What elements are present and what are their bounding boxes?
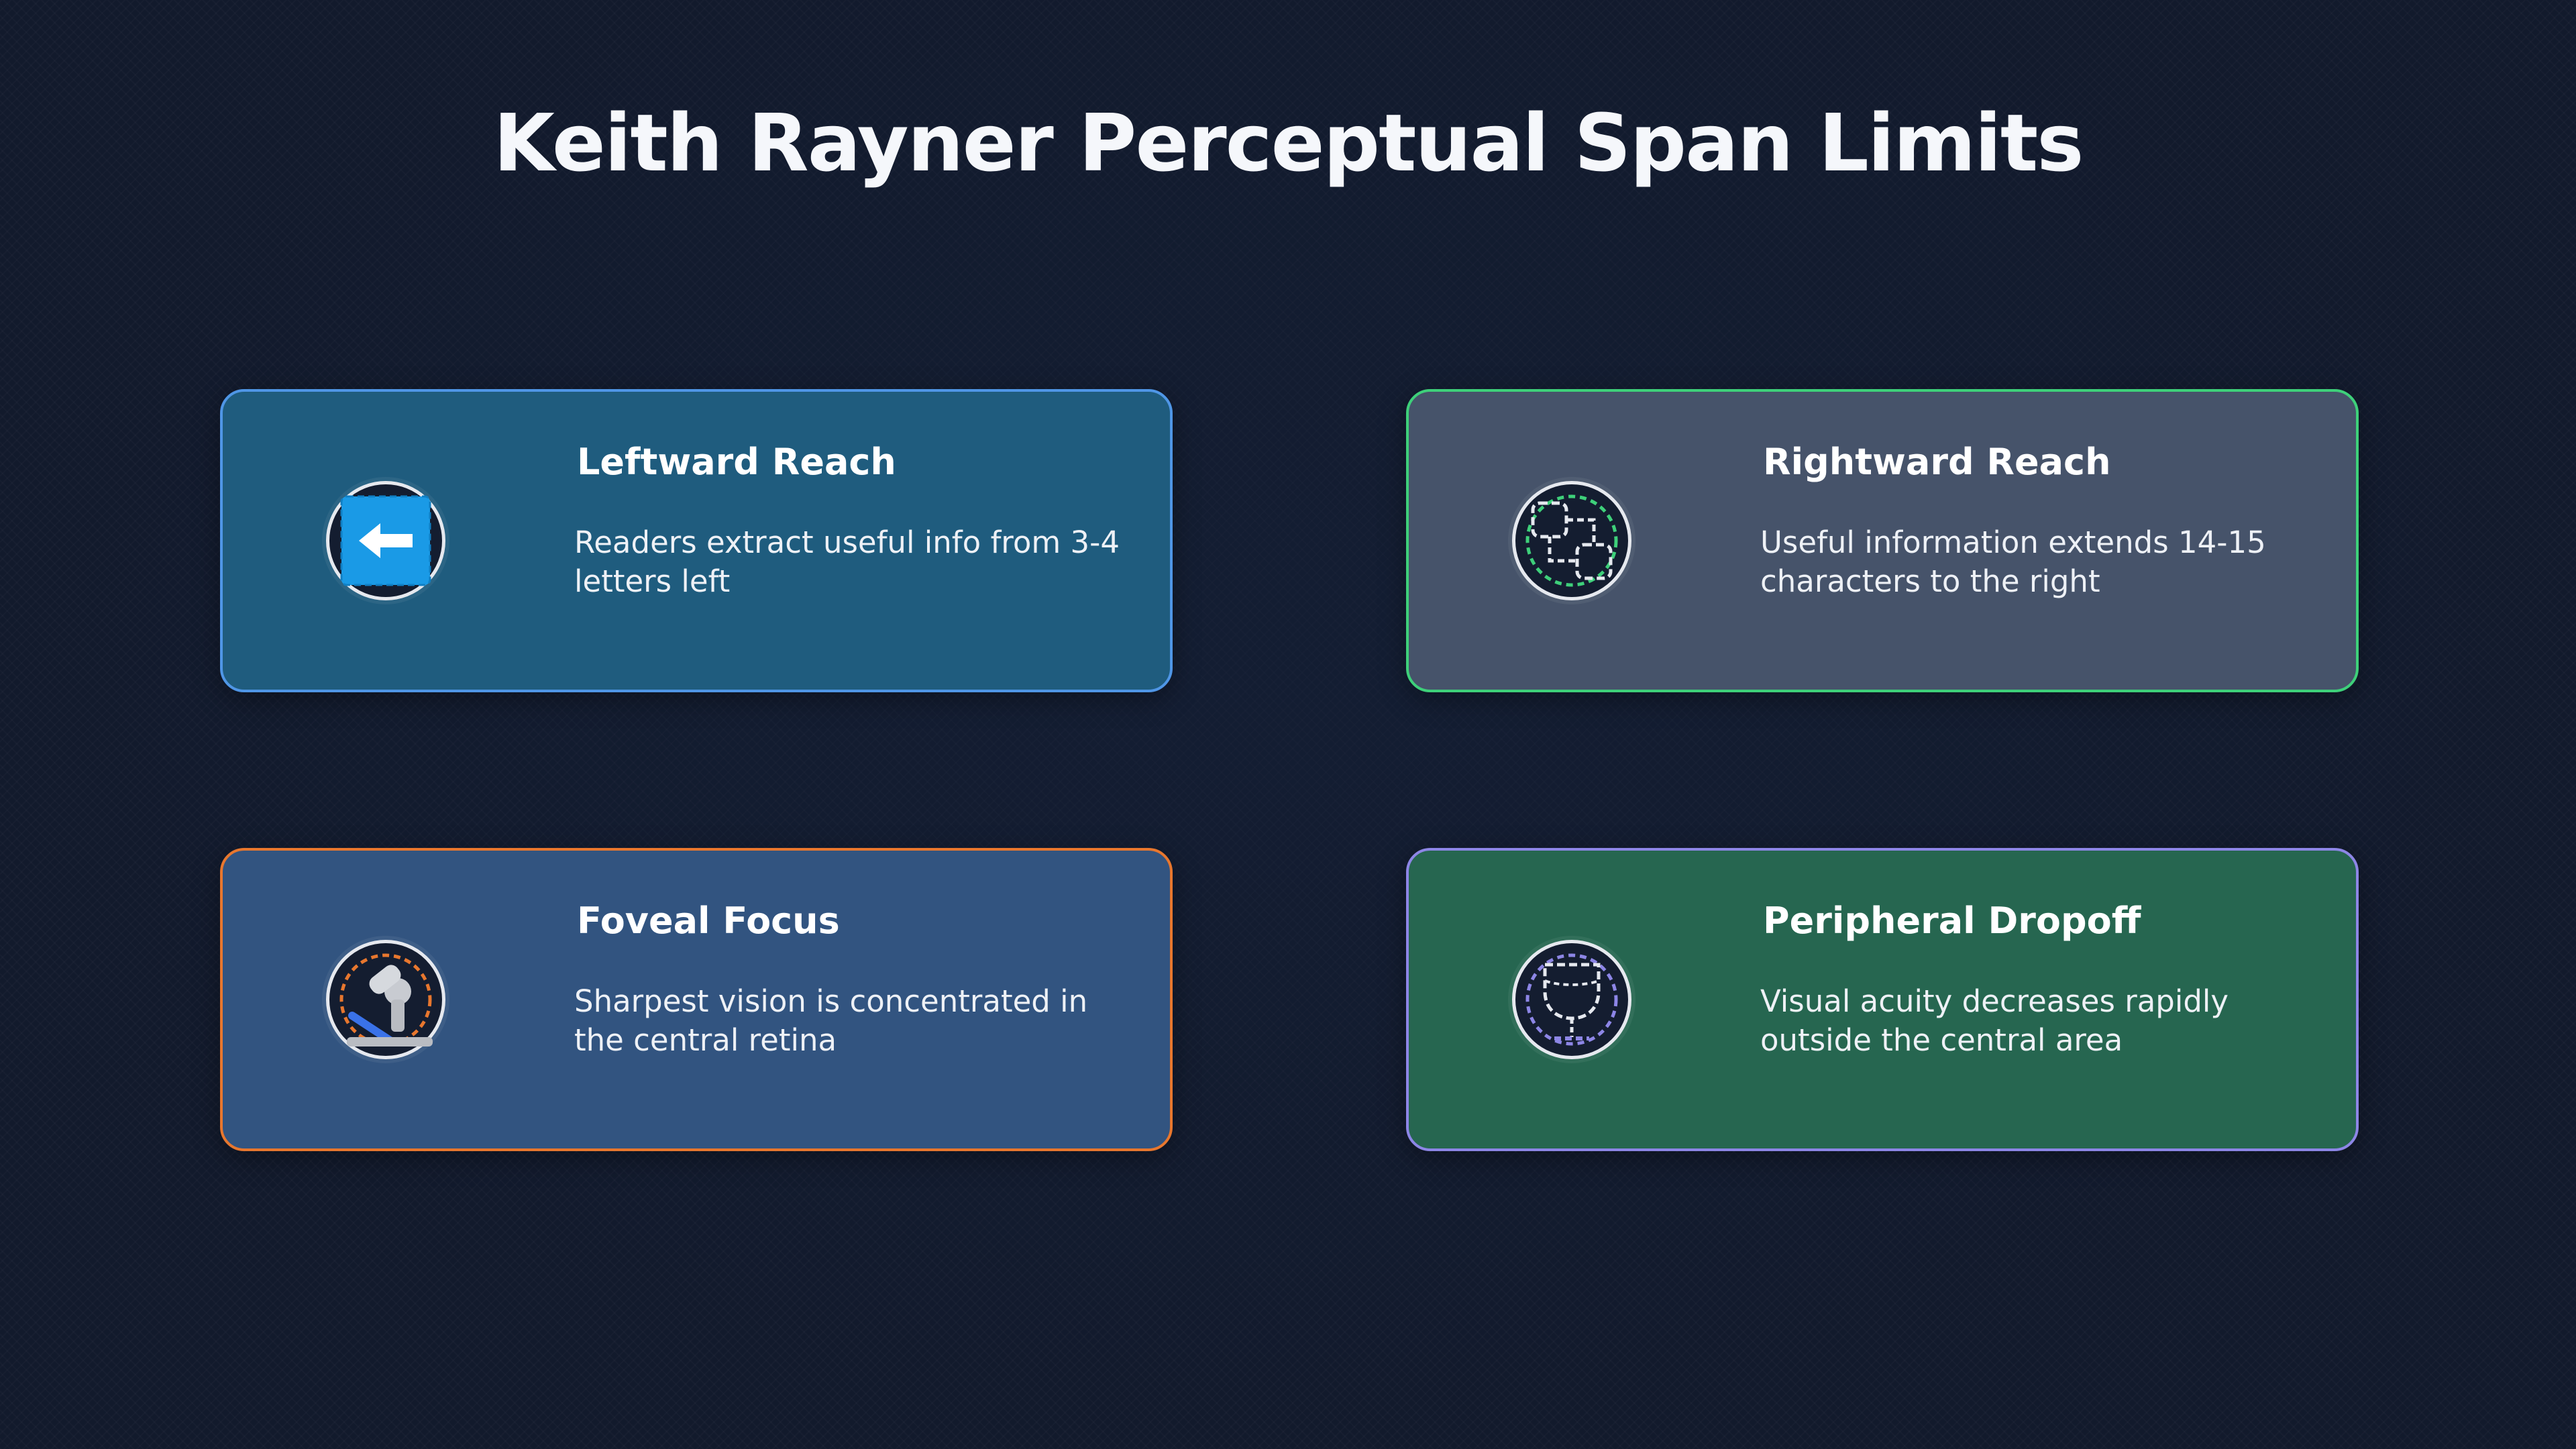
card-foveal-focus: Foveal Focus Sharpest vision is concentr… (220, 848, 1173, 1151)
linked-squares-icon (1512, 481, 1631, 600)
microscope-icon (326, 940, 445, 1059)
page-title: Keith Rayner Perceptual Span Limits (493, 97, 2084, 189)
card-title: Peripheral Dropoff (1763, 900, 2141, 942)
card-title: Rightward Reach (1763, 441, 2111, 483)
card-title: Foveal Focus (577, 900, 840, 942)
card-leftward-reach: Leftward Reach Readers extract useful in… (220, 389, 1173, 692)
card-peripheral-dropoff: Peripheral Dropoff Visual acuity decreas… (1406, 848, 2359, 1151)
card-description: Sharpest vision is concentrated in the c… (574, 983, 1088, 1058)
wine-glass-icon (1512, 940, 1631, 1059)
card-description: Readers extract useful info from 3-4 let… (574, 525, 1120, 599)
arrow-left-icon (326, 481, 445, 600)
card-description: Useful information extends 14-15 charact… (1760, 525, 2266, 599)
card-rightward-reach: Rightward Reach Useful information exten… (1406, 389, 2359, 692)
card-description: Visual acuity decreases rapidly outside … (1760, 983, 2229, 1058)
card-title: Leftward Reach (577, 441, 896, 483)
